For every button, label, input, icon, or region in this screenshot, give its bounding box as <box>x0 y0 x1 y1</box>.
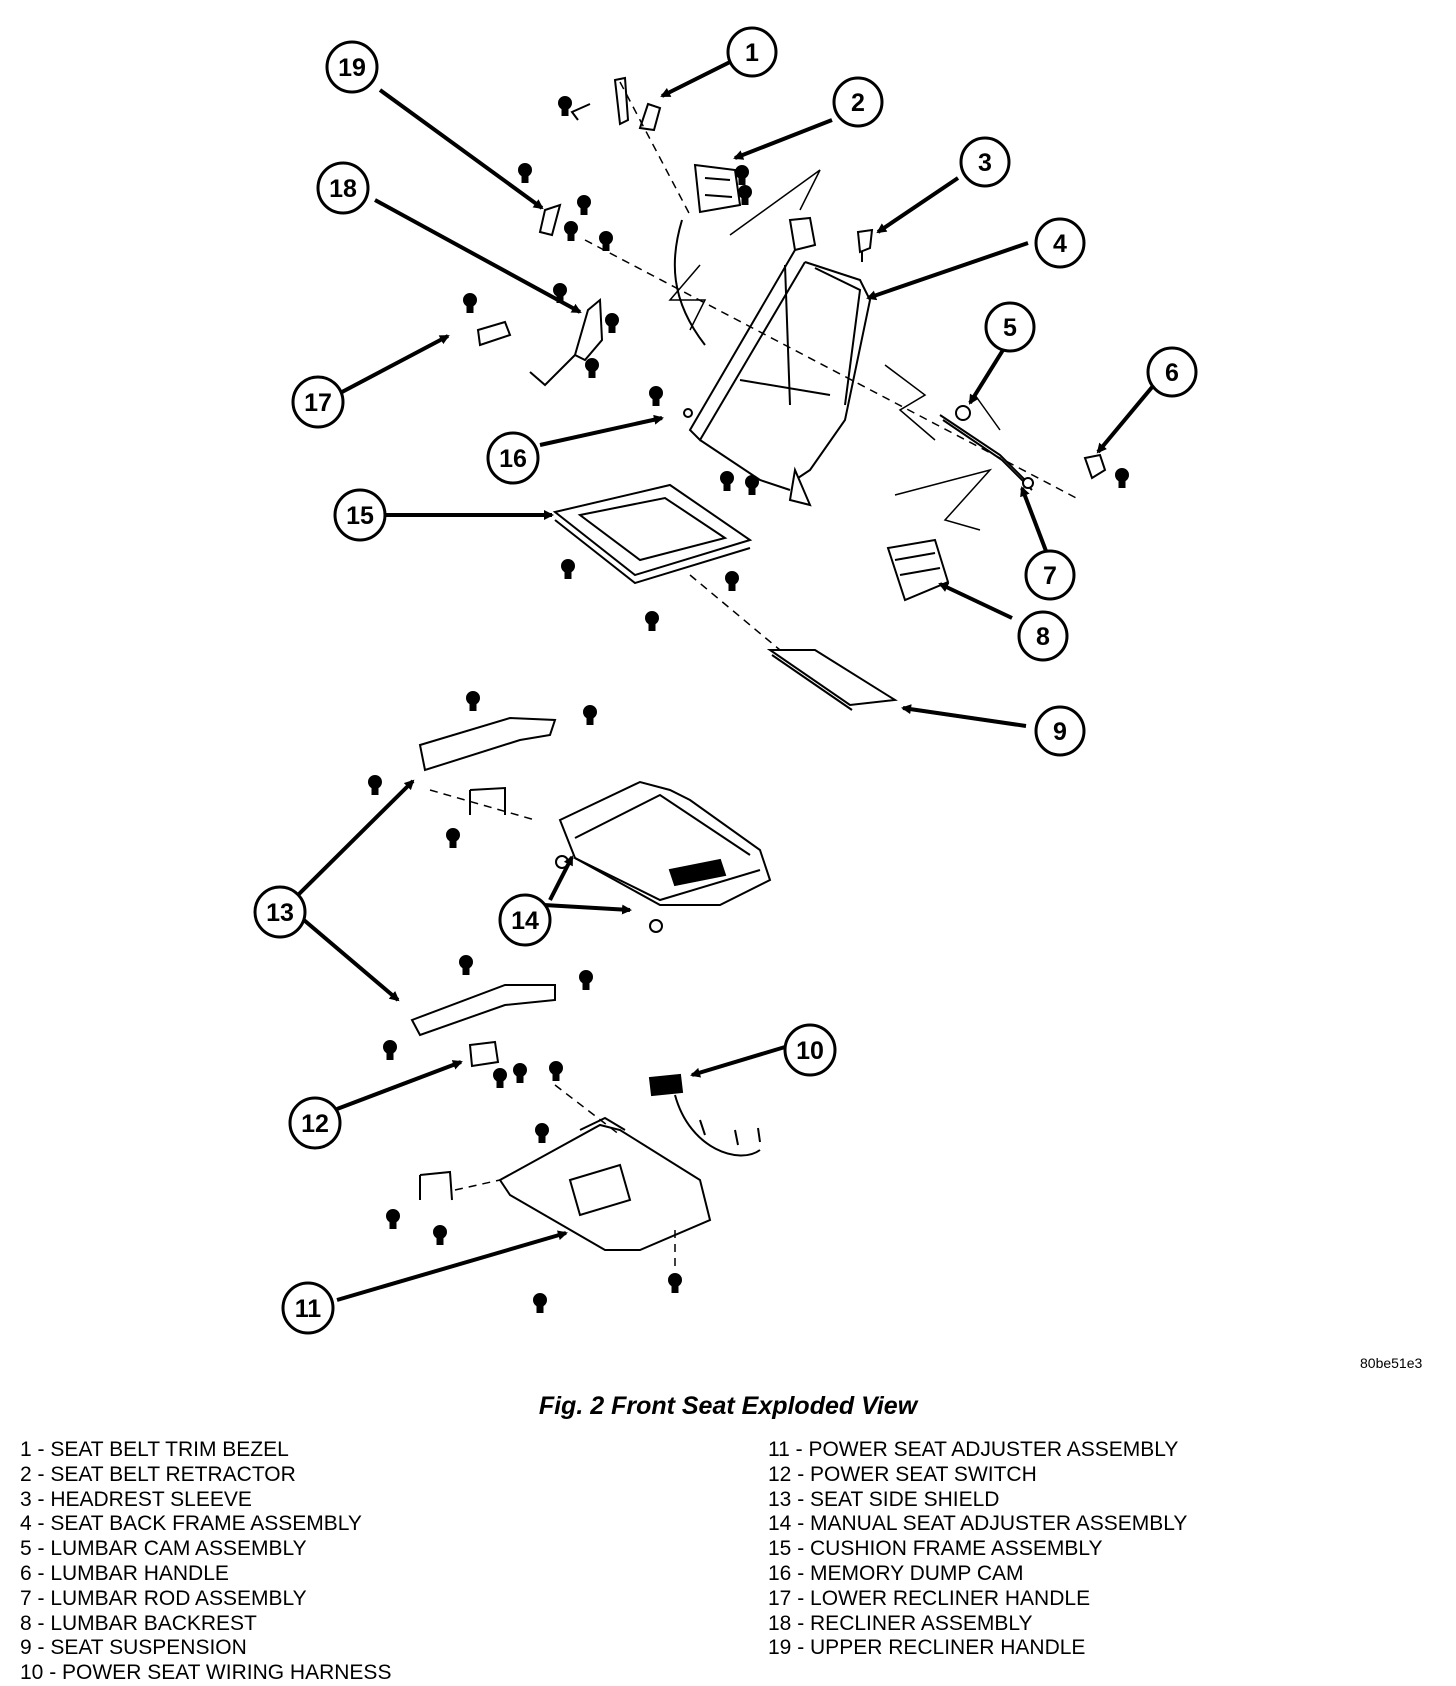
callout-9: 9 <box>1034 705 1086 757</box>
legend-item: 17 - LOWER RECLINER HANDLE <box>768 1586 1091 1610</box>
svg-text:8: 8 <box>1036 623 1050 651</box>
callout-16: 16 <box>486 431 540 485</box>
legend-item: 10 - POWER SEAT WIRING HARNESS <box>20 1661 392 1685</box>
svg-text:17: 17 <box>304 389 332 417</box>
legend-item: 7 - LUMBAR ROD ASSEMBLY <box>20 1586 307 1610</box>
callout-19: 19 <box>325 40 379 94</box>
legend-item: 19 - UPPER RECLINER HANDLE <box>768 1636 1086 1660</box>
seat-belt-trim-bezel-part <box>558 76 662 132</box>
break-lines <box>668 169 1001 531</box>
lower-recliner-handle-part <box>463 293 512 347</box>
svg-text:3: 3 <box>978 149 992 177</box>
legend-item: 16 - MEMORY DUMP CAM <box>768 1561 1024 1585</box>
legend-item: 11 - POWER SEAT ADJUSTER ASSEMBLY <box>768 1438 1179 1461</box>
svg-text:16: 16 <box>499 445 527 473</box>
assembly-guide-lines <box>429 81 1081 1270</box>
svg-text:19: 19 <box>338 54 366 82</box>
lumbar-handle-part <box>1083 453 1129 488</box>
legend-item: 4 - SEAT BACK FRAME ASSEMBLY <box>20 1512 362 1536</box>
svg-text:5: 5 <box>1003 314 1017 342</box>
callout-11: 11 <box>281 1281 335 1335</box>
svg-text:2: 2 <box>851 89 865 117</box>
svg-text:7: 7 <box>1043 562 1057 590</box>
legend-item: 8 - LUMBAR BACKREST <box>20 1611 257 1635</box>
callout-17: 17 <box>291 375 345 429</box>
callout-10: 10 <box>783 1023 837 1077</box>
callout-1: 1 <box>726 26 778 78</box>
callout-15: 15 <box>333 488 387 542</box>
seat-side-shield-lower-part <box>383 955 593 1060</box>
svg-text:9: 9 <box>1053 718 1067 746</box>
seat-back-frame-part <box>688 216 872 507</box>
svg-text:13: 13 <box>266 899 294 927</box>
seat-suspension-part <box>766 649 898 711</box>
lumbar-backrest-part <box>886 538 950 602</box>
parts-drawing <box>368 76 1129 1313</box>
seat-side-shield-upper-part <box>368 691 597 848</box>
cushion-frame-part <box>552 483 753 631</box>
legend-item: 5 - LUMBAR CAM ASSEMBLY <box>20 1537 307 1561</box>
figure-title: Fig. 2 Front Seat Exploded View <box>538 1392 918 1420</box>
recliner-parts <box>518 163 619 387</box>
memory-dump-cam-part <box>649 386 759 495</box>
power-seat-switch-part <box>468 1040 563 1088</box>
legend-right-column: 11 - POWER SEAT ADJUSTER ASSEMBLY 12 - P… <box>768 1438 1187 1661</box>
callout-13: 13 <box>253 885 307 939</box>
callout-18: 18 <box>316 161 370 215</box>
callout-4: 4 <box>1034 217 1086 269</box>
callout-7: 7 <box>1024 549 1076 601</box>
callout-leaders <box>296 60 1155 1302</box>
svg-text:6: 6 <box>1165 359 1179 387</box>
callout-12: 12 <box>288 1096 342 1150</box>
callout-bubbles: 1 2 3 4 5 6 7 8 9 10 11 12 13 14 15 16 1… <box>253 26 1198 1335</box>
svg-text:14: 14 <box>511 907 539 935</box>
svg-text:10: 10 <box>796 1037 824 1065</box>
lumbar-rod-part <box>939 405 1034 491</box>
image-code: 80be51e3 <box>1360 1355 1423 1371</box>
callout-14: 14 <box>498 893 552 947</box>
legend-item: 9 - SEAT SUSPENSION <box>20 1636 247 1660</box>
legend-item: 12 - POWER SEAT SWITCH <box>768 1462 1037 1486</box>
svg-text:4: 4 <box>1053 230 1067 258</box>
seat-belt-retractor-part <box>673 163 752 346</box>
callout-2: 2 <box>832 76 884 128</box>
legend-item: 14 - MANUAL SEAT ADJUSTER ASSEMBLY <box>768 1512 1188 1536</box>
power-seat-wiring-harness-part <box>648 1073 761 1157</box>
legend-item: 1 - SEAT BELT TRIM BEZEL <box>20 1438 289 1461</box>
legend-left-column: 1 - SEAT BELT TRIM BEZEL 2 - SEAT BELT R… <box>20 1438 391 1686</box>
callout-5: 5 <box>984 301 1036 353</box>
callout-6: 6 <box>1146 346 1198 398</box>
svg-text:1: 1 <box>745 39 759 67</box>
svg-text:11: 11 <box>295 1295 322 1323</box>
legend-item: 15 - CUSHION FRAME ASSEMBLY <box>768 1537 1103 1561</box>
manual-seat-adjuster-part <box>555 780 772 933</box>
exploded-view-diagram: 1 2 3 4 5 6 7 8 9 10 11 12 13 14 15 16 1… <box>253 26 1198 1335</box>
legend-item: 6 - LUMBAR HANDLE <box>20 1561 229 1585</box>
legend-item: 3 - HEADREST SLEEVE <box>20 1487 252 1511</box>
legend-item: 13 - SEAT SIDE SHIELD <box>768 1487 1000 1511</box>
svg-text:15: 15 <box>346 502 374 530</box>
headrest-sleeve-part <box>856 228 874 262</box>
callout-3: 3 <box>959 136 1011 188</box>
svg-text:18: 18 <box>329 175 357 203</box>
callout-8: 8 <box>1017 610 1069 662</box>
legend-item: 2 - SEAT BELT RETRACTOR <box>20 1462 296 1486</box>
svg-text:12: 12 <box>301 1110 329 1138</box>
power-seat-adjuster-part <box>386 1116 712 1313</box>
legend-item: 18 - RECLINER ASSEMBLY <box>768 1611 1033 1635</box>
